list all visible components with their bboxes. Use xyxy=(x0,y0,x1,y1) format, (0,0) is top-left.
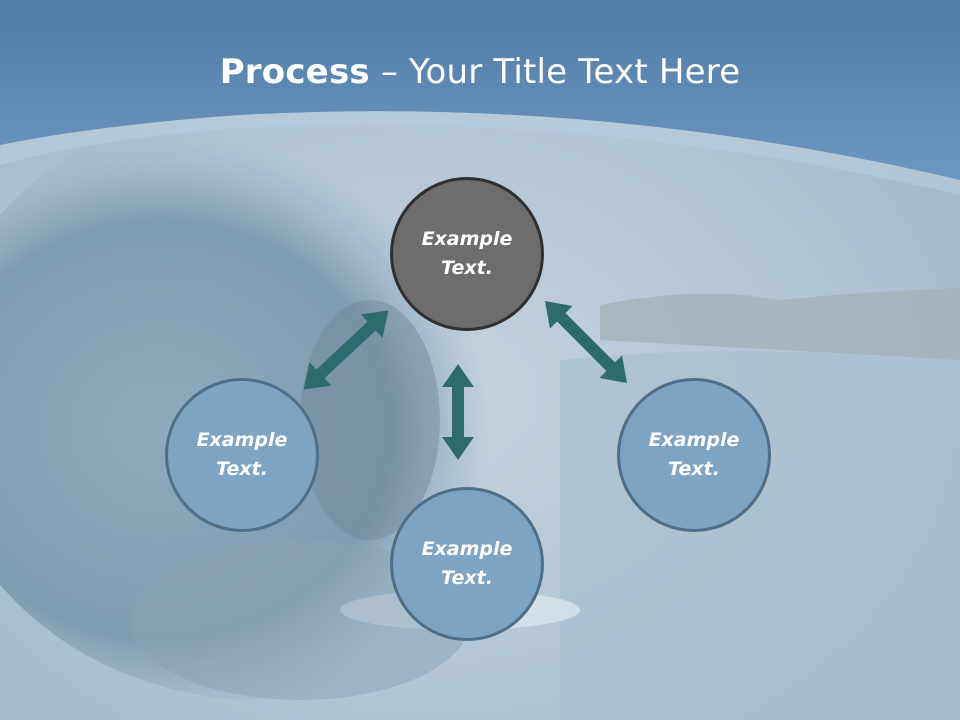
title-rest-part: – Your Title Text Here xyxy=(369,52,741,92)
node-left-line1: Example xyxy=(196,429,288,451)
node-top-line1: Example xyxy=(421,228,513,250)
node-bottom-line1: Example xyxy=(421,538,513,560)
node-top-line2: Text. xyxy=(441,257,493,279)
title-bold-part: Process xyxy=(219,52,370,92)
node-right-line1: Example xyxy=(648,429,740,451)
process-node-left: Example Text. xyxy=(165,378,319,532)
process-node-bottom: Example Text. xyxy=(390,487,544,641)
node-bottom-line2: Text. xyxy=(441,567,493,589)
process-node-right: Example Text. xyxy=(617,378,771,532)
node-left-line2: Text. xyxy=(216,458,268,480)
process-node-top: Example Text. xyxy=(390,177,544,331)
slide-title: Process – Your Title Text Here xyxy=(0,52,960,92)
node-right-line2: Text. xyxy=(668,458,720,480)
